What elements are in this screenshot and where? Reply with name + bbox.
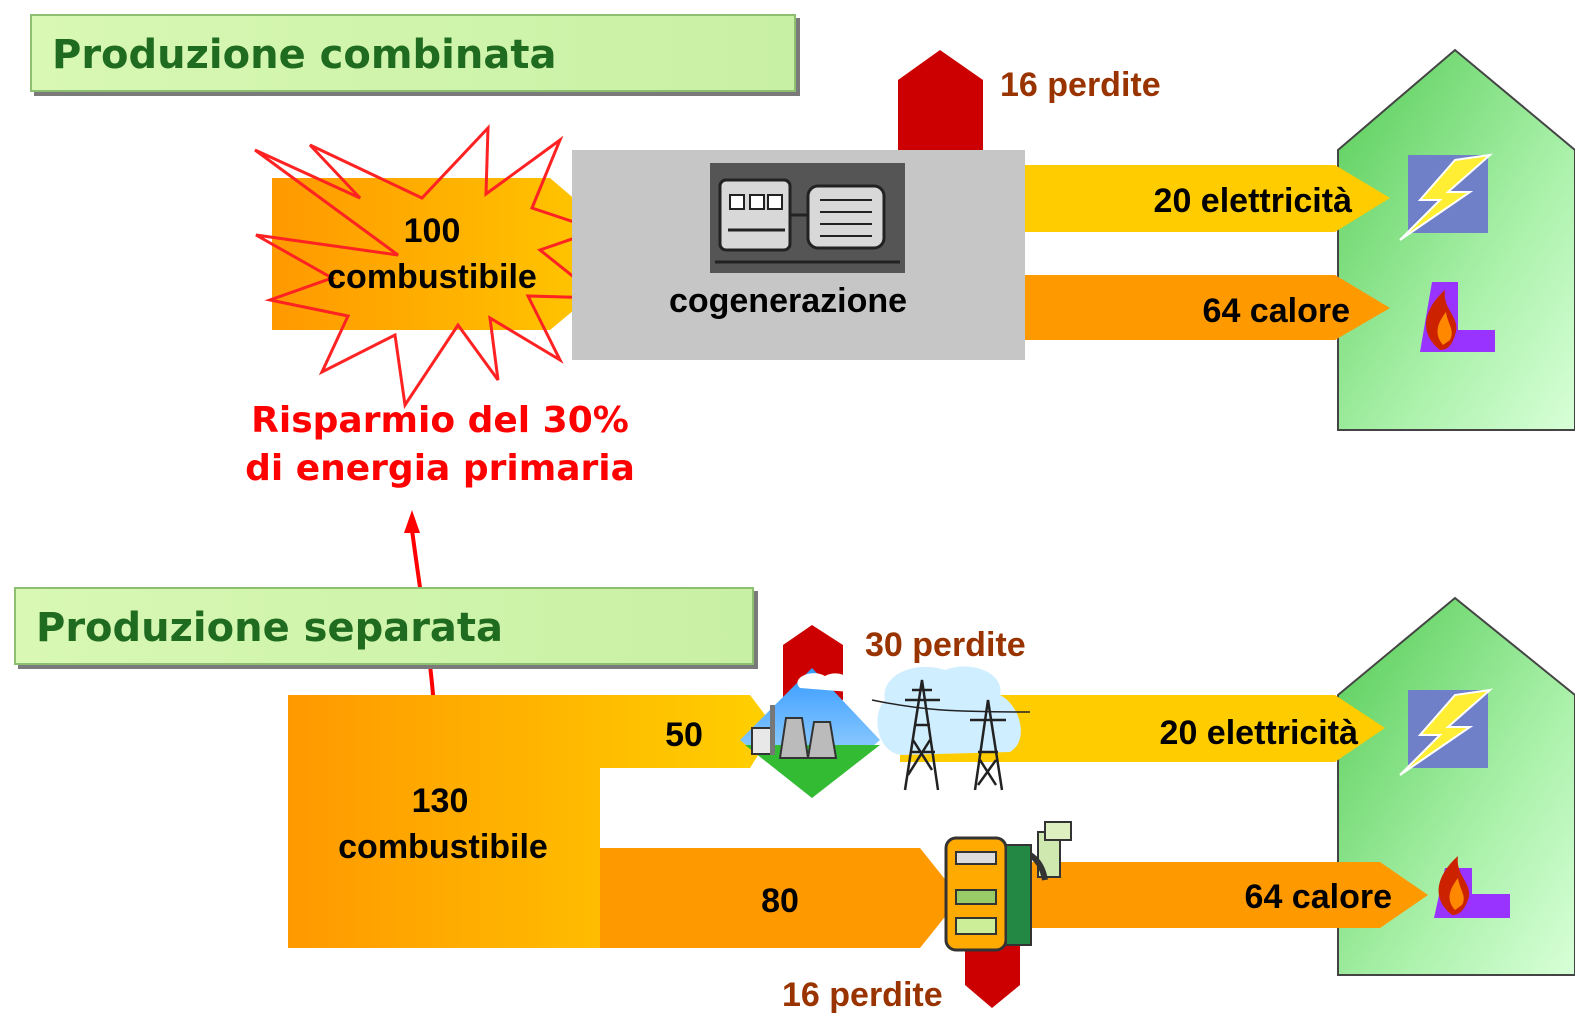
separate-heat-input: 80 (761, 882, 799, 920)
separate-fuel-label: combustibile (338, 828, 548, 866)
losses-arrow-combined (898, 50, 983, 150)
explosion-burst (254, 124, 605, 410)
power-plant-icon (740, 668, 880, 798)
combined-title: Produzione combinata (30, 14, 796, 92)
separate-title: Produzione separata (14, 587, 754, 665)
cogeneration-label: cogenerazione (669, 282, 907, 320)
separate-power-losses-label: 30 perdite (865, 626, 1026, 664)
savings-line-1: Risparmio del 30% (251, 400, 629, 441)
separate-fuel-value: 130 (412, 782, 469, 820)
separate-electricity-label: 20 elettricità (1160, 714, 1359, 752)
fuel-arrow-combined (272, 178, 640, 330)
combined-fuel-label: combustibile (327, 258, 537, 296)
power-lines-icon (871, 666, 1031, 791)
heat-arrow-separate (1000, 862, 1428, 928)
separate-boiler-losses-label: 16 perdite (782, 976, 943, 1014)
lightning-icon (1399, 153, 1494, 241)
heat-arrow-combined (1025, 275, 1390, 340)
savings-line-2: di energia primaria (245, 448, 635, 489)
lightning-icon (1399, 688, 1494, 776)
flame-icon (1434, 856, 1510, 918)
flame-icon (1420, 282, 1495, 352)
combined-losses-label: 16 perdite (1000, 66, 1161, 104)
combined-electricity-label: 20 elettricità (1154, 182, 1353, 220)
electricity-arrow-combined (1025, 165, 1390, 232)
combined-heat-label: 64 calore (1203, 292, 1350, 330)
combined-fuel-value: 100 (404, 212, 461, 250)
separate-power-input: 50 (665, 716, 703, 754)
separate-heat-label: 64 calore (1245, 878, 1392, 916)
cogeneration-unit-icon (710, 163, 905, 273)
fuel-block-separate (288, 695, 775, 948)
boiler-icon (944, 821, 1072, 952)
house-combined (1337, 48, 1575, 431)
heat-input-arrow (600, 848, 960, 948)
losses-arrow-boiler (965, 940, 1020, 1008)
